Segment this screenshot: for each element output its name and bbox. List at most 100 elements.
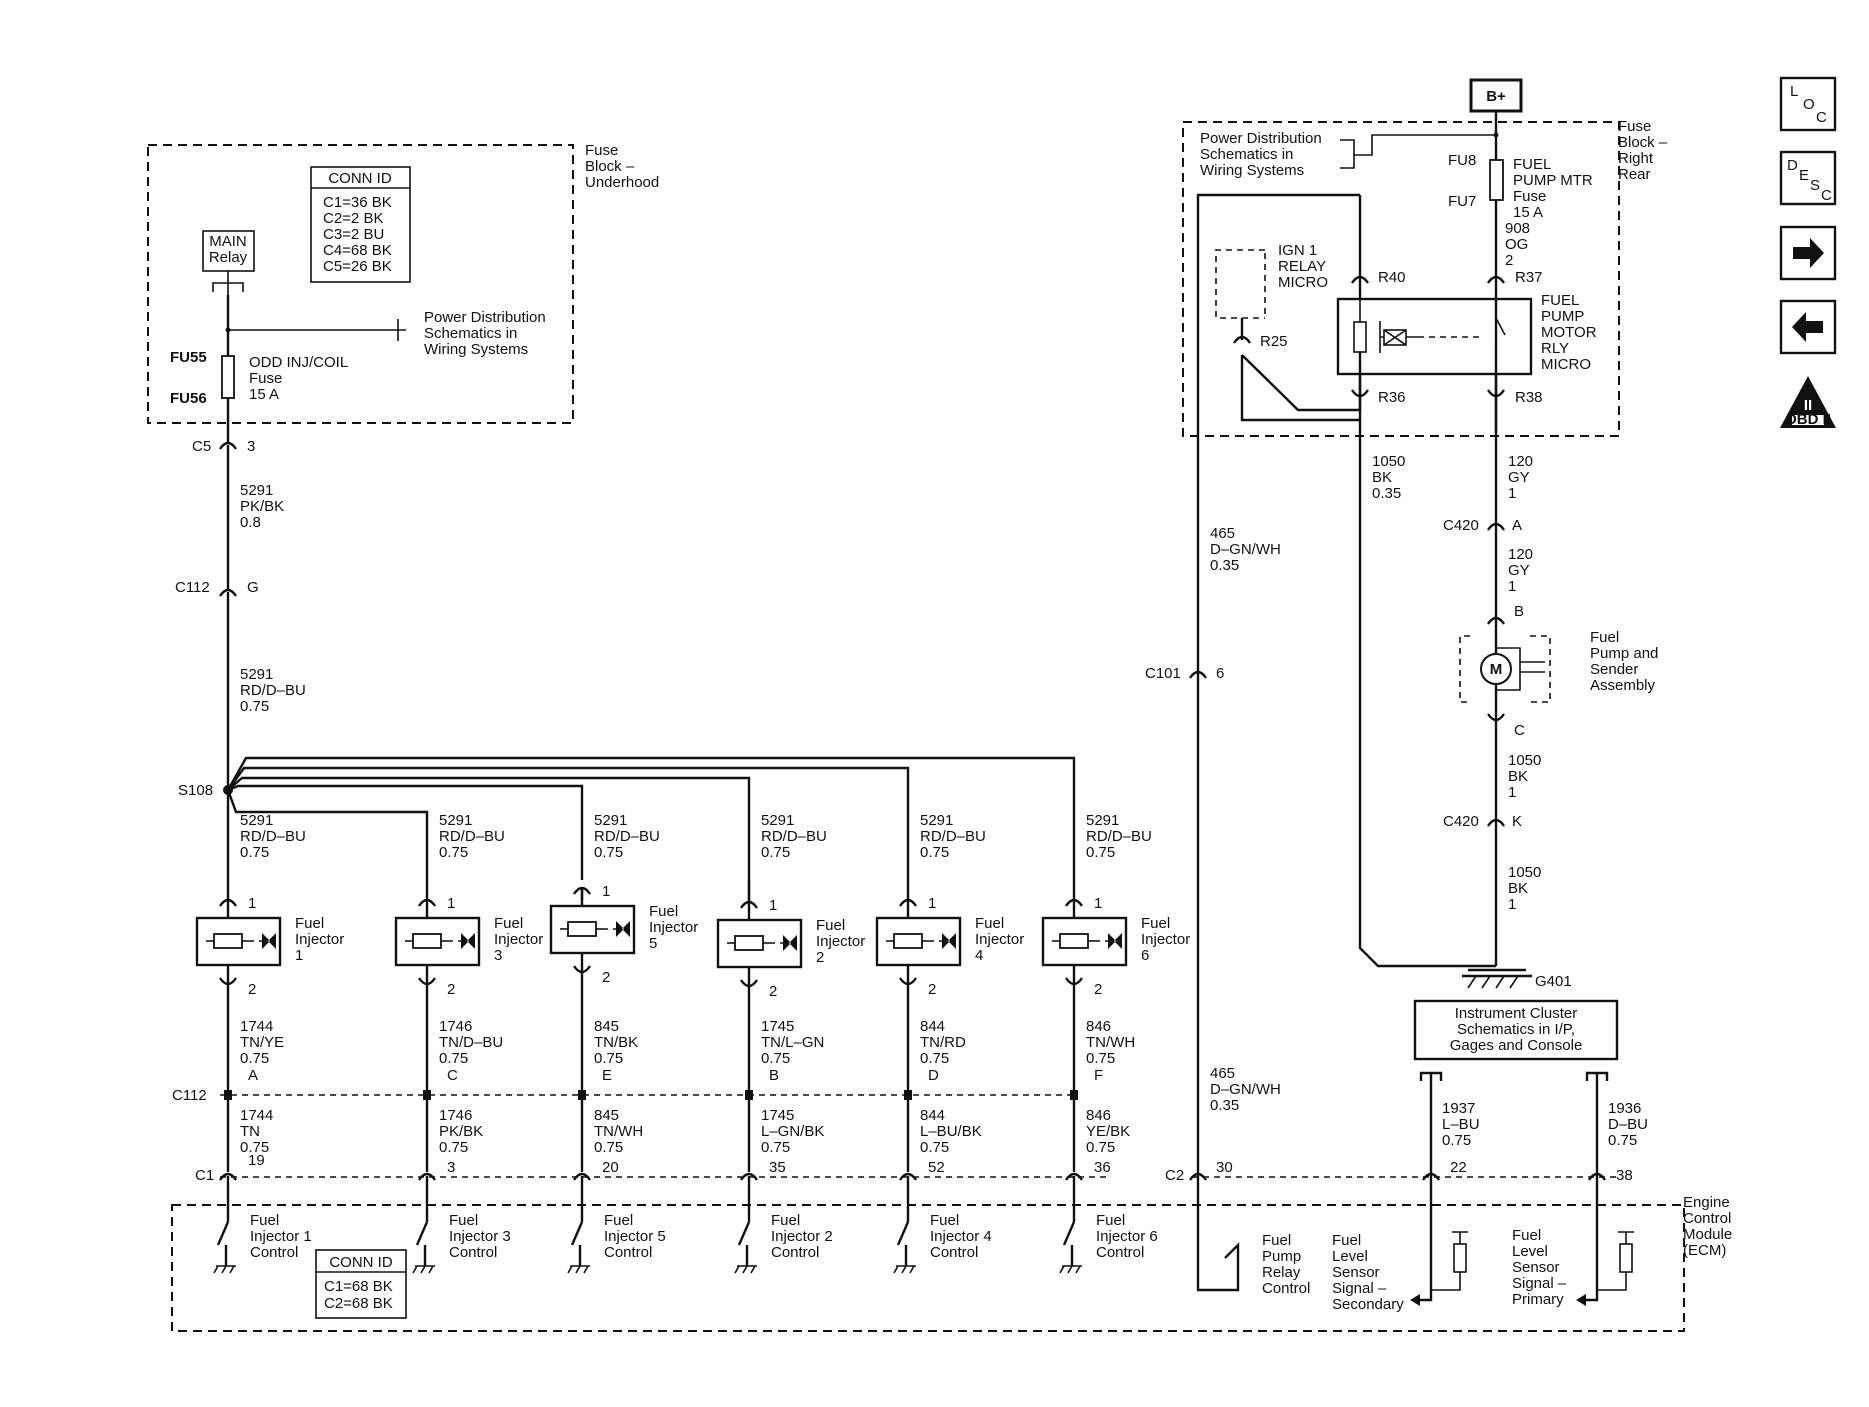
svg-text:1050 BK 0.35: 1050 BK 0.35 <box>1372 453 1410 502</box>
instrument-cluster-ref: Instrument Cluster Schematics in I/P, Ga… <box>1413 999 1619 1081</box>
svg-text:C1=68 BK: C1=68 BK <box>324 1278 393 1295</box>
svg-text:3: 3 <box>247 438 255 455</box>
ground-icon <box>412 1265 435 1274</box>
connector-c2-row: C2 <box>1165 1167 1184 1184</box>
svg-text:C: C <box>1816 109 1827 126</box>
conn-id-table-ecm: CONN ID C1=68 BK C2=68 BK <box>315 1249 407 1319</box>
svg-text:R40: R40 <box>1378 269 1406 286</box>
c112-pin: C <box>447 1067 458 1084</box>
svg-text:5291 RD/D–BU 0.75: 5291 RD/D–BU 0.75 <box>240 666 310 715</box>
svg-text:FU8: FU8 <box>1448 152 1476 169</box>
conn-id-table-underhood: CONN ID C1=36 BK C2=2 BK C3=2 BU C4=68 B… <box>310 166 411 283</box>
c1-pin: 3 <box>447 1159 455 1176</box>
previous-page-arrow-icon[interactable] <box>1779 299 1837 355</box>
svg-text:S108: S108 <box>178 782 213 799</box>
conn-id-row: C2=2 BK <box>323 210 383 227</box>
svg-text:FU55: FU55 <box>170 349 207 366</box>
svg-text:B: B <box>1514 603 1524 620</box>
ground-icon <box>734 1265 757 1274</box>
svg-text:Relay: Relay <box>209 249 248 266</box>
c112-pin: E <box>602 1067 612 1084</box>
fuel-injector-icon <box>195 916 282 967</box>
svg-text:CONN ID: CONN ID <box>329 1254 393 1271</box>
c112-pin: A <box>248 1067 258 1084</box>
svg-text:5291 PK/BK 0.8: 5291 PK/BK 0.8 <box>240 482 288 531</box>
power-distribution-ref-underhood: Power Distribution Schematics in Wiring … <box>424 309 550 358</box>
svg-text:120 GY 1: 120 GY 1 <box>1508 453 1537 502</box>
ecm-label: Engine Control Module (ECM) <box>1683 1194 1736 1259</box>
connector-c101: C101 <box>1145 665 1181 682</box>
svg-text:Schematics in I/P,: Schematics in I/P, <box>1457 1021 1575 1038</box>
ground-g401-icon: G401 <box>1462 968 1572 990</box>
ecm-fuel-pump-relay-control: Fuel Pump Relay Control <box>1262 1232 1310 1297</box>
fuse-block-right-rear-boundary <box>1182 121 1620 437</box>
battery-positive: B+ <box>1469 78 1523 113</box>
conn-id-title: CONN ID <box>328 170 392 187</box>
fuel-injector-icon <box>1041 916 1128 967</box>
c1-pin: 19 <box>248 1152 265 1169</box>
svg-text:2: 2 <box>769 983 777 1000</box>
connector-c420-k: C420 <box>1443 813 1479 830</box>
svg-text:1050 BK 1: 1050 BK 1 <box>1508 752 1546 801</box>
svg-text:908 OG 2: 908 OG 2 <box>1505 220 1534 269</box>
fuse-block-right-rear-label: Fuse Block – Right Rear <box>1618 118 1671 183</box>
fuse-block-underhood-boundary <box>147 144 574 424</box>
svg-text:FU7: FU7 <box>1448 193 1476 210</box>
svg-text:FUEL PUMP MOTOR: FUEL PUMP MOTOR RLY MICRO <box>1541 292 1601 373</box>
svg-text:Fuel Pump Relay: Fuel Pump Relay Control <box>1262 1232 1310 1297</box>
svg-text:O: O <box>1803 96 1815 113</box>
location-nav-icon[interactable]: L O C <box>1779 76 1837 132</box>
svg-text:2: 2 <box>447 981 455 998</box>
obd-ii-icon[interactable]: II OBD II <box>1780 376 1836 428</box>
svg-text:22: 22 <box>1450 1159 1467 1176</box>
svg-text:C: C <box>1821 187 1832 204</box>
svg-text:OBD II: OBD II <box>1785 411 1831 428</box>
svg-text:FUEL PUMP MTR Fuse: FUEL PUMP MTR Fuse 15 A <box>1513 156 1597 221</box>
svg-text:2: 2 <box>928 981 936 998</box>
connector-c1-row: C1 <box>195 1167 214 1184</box>
conn-id-row: C4=68 BK <box>323 242 392 259</box>
fuel-pump-sender-assembly: B M C Fuel Pump and Sender Assembly <box>1459 603 1658 739</box>
odd-inj-coil-fuse: FU55 FU56 ODD INJ/COIL Fuse 15 A <box>170 349 348 407</box>
svg-text:C2=68 BK: C2=68 BK <box>324 1295 393 1312</box>
description-nav-icon[interactable]: D E S C <box>1779 150 1837 206</box>
fuel-injector-icon <box>394 916 481 967</box>
fuel-pump-motor-relay: FUEL PUMP MOTOR RLY MICRO <box>1336 292 1601 376</box>
next-page-arrow-icon[interactable] <box>1779 225 1837 281</box>
svg-text:FU56: FU56 <box>170 390 207 407</box>
fuel-pump-mtr-fuse: FU8 FU7 FUEL PUMP MTR Fuse 15 A 908 OG 2 <box>1448 152 1597 269</box>
connector-c112-g: C112 <box>175 579 210 596</box>
svg-text:G: G <box>247 579 259 596</box>
svg-text:2: 2 <box>1094 981 1102 998</box>
fuse-block-underhood-label: Fuse Block – Underhood <box>585 142 659 191</box>
svg-text:1: 1 <box>1094 895 1102 912</box>
svg-text:G401: G401 <box>1535 973 1572 990</box>
svg-text:E: E <box>1799 167 1809 184</box>
svg-text:30: 30 <box>1216 1159 1233 1176</box>
svg-text:1: 1 <box>602 883 610 900</box>
